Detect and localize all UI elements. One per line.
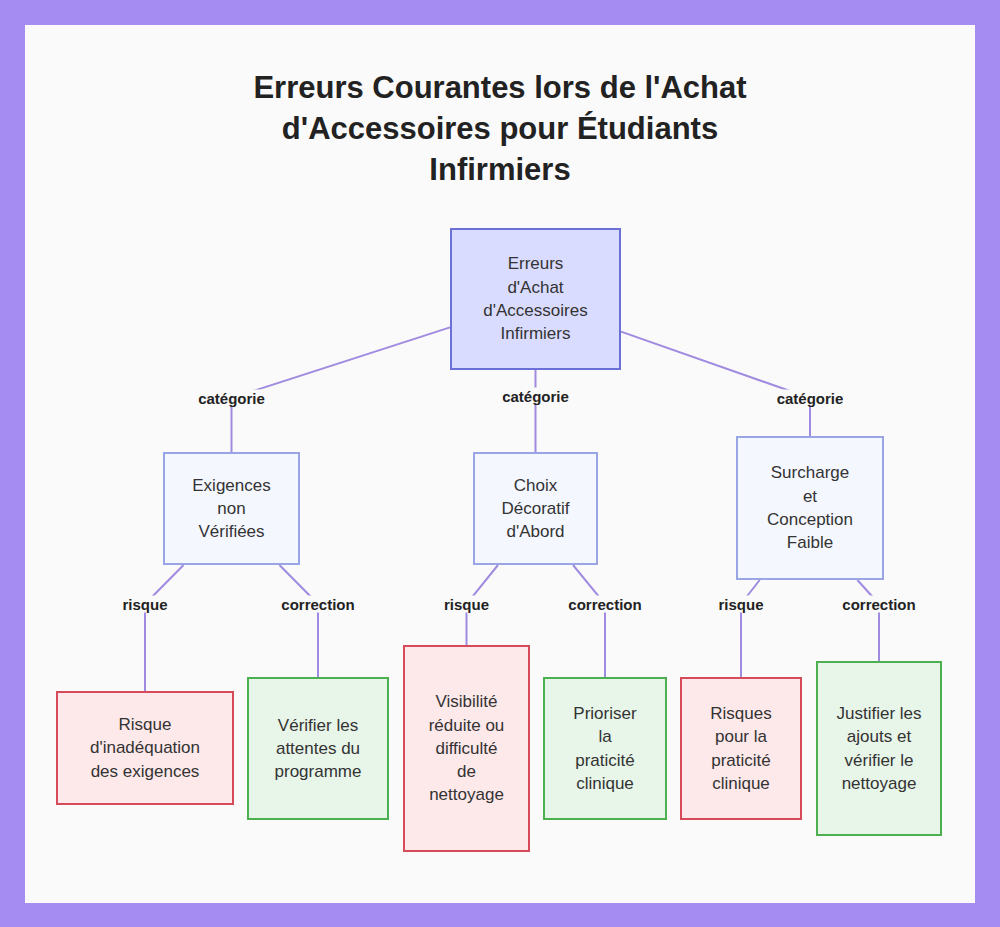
edge-label: risque	[715, 596, 766, 613]
edge-label: catégorie	[499, 388, 572, 405]
box-text: Choix Décoratif d'Abord	[490, 474, 581, 544]
box-text: Risque d'inadéquation des exigences	[80, 713, 210, 783]
connector	[279, 565, 318, 677]
edge-label: correction	[278, 596, 357, 613]
box-text: Surcharge et Conception Faible	[765, 461, 855, 554]
category-box: Exigences non Vérifiées	[163, 452, 300, 565]
box-text: Visibilité réduite ou difficulté de nett…	[424, 690, 509, 806]
category-box: Choix Décoratif d'Abord	[473, 452, 598, 565]
connector	[535, 370, 537, 452]
correction-box: Vérifier les attentes du programme	[247, 677, 389, 820]
connector	[621, 332, 810, 436]
connector	[857, 580, 879, 661]
edge-label: correction	[839, 596, 918, 613]
box-text: Prioriser la praticité clinique	[567, 702, 643, 795]
box-text: Risques pour la praticité clinique	[703, 702, 779, 795]
risk-box: Risques pour la praticité clinique	[680, 677, 802, 820]
risk-box: Risque d'inadéquation des exigences	[56, 691, 234, 805]
box-text: Vérifier les attentes du programme	[265, 714, 371, 784]
edge-label: correction	[565, 596, 644, 613]
risk-box: Visibilité réduite ou difficulté de nett…	[403, 645, 530, 852]
edge-label: risque	[441, 596, 492, 613]
category-box: Surcharge et Conception Faible	[736, 436, 884, 580]
edge-label: risque	[119, 596, 170, 613]
box-text: Justifier les ajouts et vérifier le nett…	[836, 702, 922, 795]
root-box: Erreurs d'Achat d'Accessoires Infirmiers	[450, 228, 621, 370]
diagram-title: Erreurs Courantes lors de l'Achat d'Acce…	[210, 68, 790, 191]
edge-label: catégorie	[774, 390, 847, 407]
correction-box: Justifier les ajouts et vérifier le nett…	[816, 661, 942, 836]
connector	[573, 565, 605, 677]
edge-label: catégorie	[195, 390, 268, 407]
correction-box: Prioriser la praticité clinique	[543, 677, 667, 820]
box-text: Erreurs d'Achat d'Accessoires Infirmiers	[480, 252, 591, 345]
connector	[145, 565, 184, 691]
box-text: Exigences non Vérifiées	[186, 474, 277, 544]
